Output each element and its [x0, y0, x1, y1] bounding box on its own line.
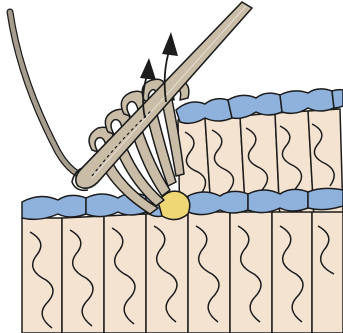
lower-stitch-row	[22, 188, 343, 333]
working-yarn	[10, 12, 90, 178]
